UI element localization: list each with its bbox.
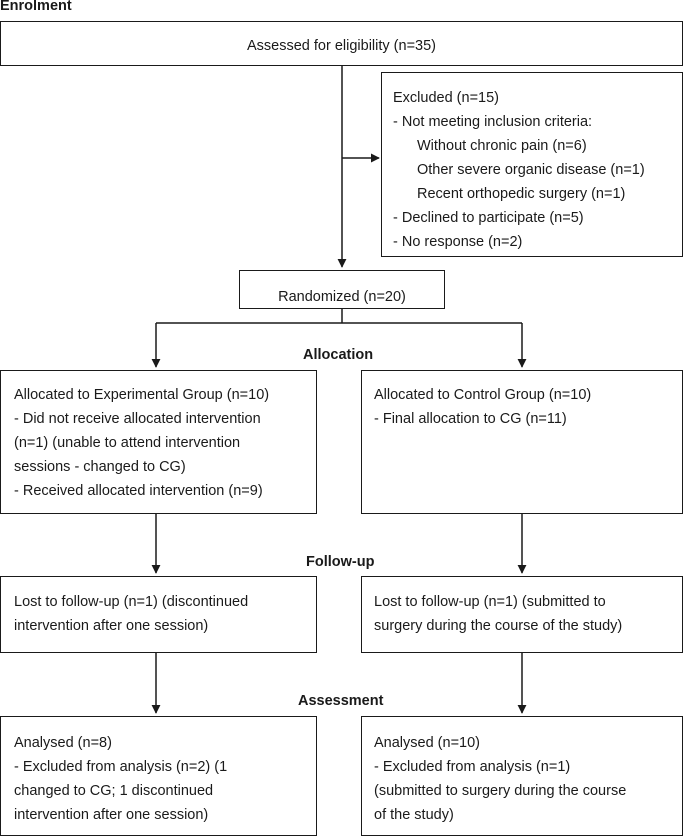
- analysed-experimental-line: intervention after one session): [14, 807, 209, 823]
- excluded-title: Excluded (n=15): [393, 90, 499, 106]
- allocated-experimental-line: - Did not receive allocated intervention: [14, 411, 261, 427]
- analysed-control-line: (submitted to surgery during the course: [374, 783, 627, 799]
- allocated-experimental-line: - Received allocated intervention (n=9): [14, 483, 263, 499]
- followup-experimental-line: intervention after one session): [14, 618, 209, 634]
- analysed-control-line: - Excluded from analysis (n=1): [374, 759, 571, 775]
- excluded-criterion: Other severe organic disease (n=1): [417, 162, 645, 178]
- excluded-criteria-header: - Not meeting inclusion criteria:: [393, 114, 593, 130]
- section-follow-up: Follow-up: [306, 554, 375, 570]
- section-enrolment: Enrolment: [0, 0, 72, 14]
- analysed-experimental-line: - Excluded from analysis (n=2) (1: [14, 759, 228, 775]
- randomized-box: Randomized (n=20): [239, 270, 445, 309]
- excluded-box: Excluded (n=15) - Not meeting inclusion …: [381, 72, 683, 257]
- analysed-control-line: of the study): [374, 807, 454, 823]
- allocated-control-box: Allocated to Control Group (n=10) - Fina…: [361, 370, 683, 514]
- analysed-control-box: Analysed (n=10) - Excluded from analysis…: [361, 716, 683, 836]
- followup-experimental-line: Lost to follow-up (n=1) (discontinued: [14, 594, 249, 610]
- followup-control-line: Lost to follow-up (n=1) (submitted to: [374, 594, 606, 610]
- analysed-experimental-line: changed to CG; 1 discontinued: [14, 783, 214, 799]
- excluded-no-response: - No response (n=2): [393, 234, 523, 250]
- randomized-text: Randomized (n=20): [278, 289, 406, 305]
- eligibility-box: Assessed for eligibility (n=35): [0, 21, 683, 66]
- allocated-experimental-box: Allocated to Experimental Group (n=10) -…: [0, 370, 317, 514]
- followup-control-box: Lost to follow-up (n=1) (submitted to su…: [361, 576, 683, 653]
- analysed-experimental-line: Analysed (n=8): [14, 735, 112, 751]
- section-assessment: Assessment: [298, 693, 384, 709]
- excluded-criterion: Recent orthopedic surgery (n=1): [417, 186, 626, 202]
- followup-experimental-box: Lost to follow-up (n=1) (discontinued in…: [0, 576, 317, 653]
- allocated-control-line: Allocated to Control Group (n=10): [374, 387, 592, 403]
- allocated-experimental-line: Allocated to Experimental Group (n=10): [14, 387, 270, 403]
- followup-control-line: surgery during the course of the study): [374, 618, 623, 634]
- section-allocation: Allocation: [303, 347, 374, 363]
- allocated-control-line: - Final allocation to CG (n=11): [374, 411, 567, 427]
- excluded-criterion: Without chronic pain (n=6): [417, 138, 587, 154]
- eligibility-text: Assessed for eligibility (n=35): [247, 38, 436, 54]
- allocated-experimental-line: (n=1) (unable to attend intervention: [14, 435, 241, 451]
- analysed-control-line: Analysed (n=10): [374, 735, 480, 751]
- allocated-experimental-line: sessions - changed to CG): [14, 459, 186, 475]
- excluded-declined: - Declined to participate (n=5): [393, 210, 584, 226]
- analysed-experimental-box: Analysed (n=8) - Excluded from analysis …: [0, 716, 317, 836]
